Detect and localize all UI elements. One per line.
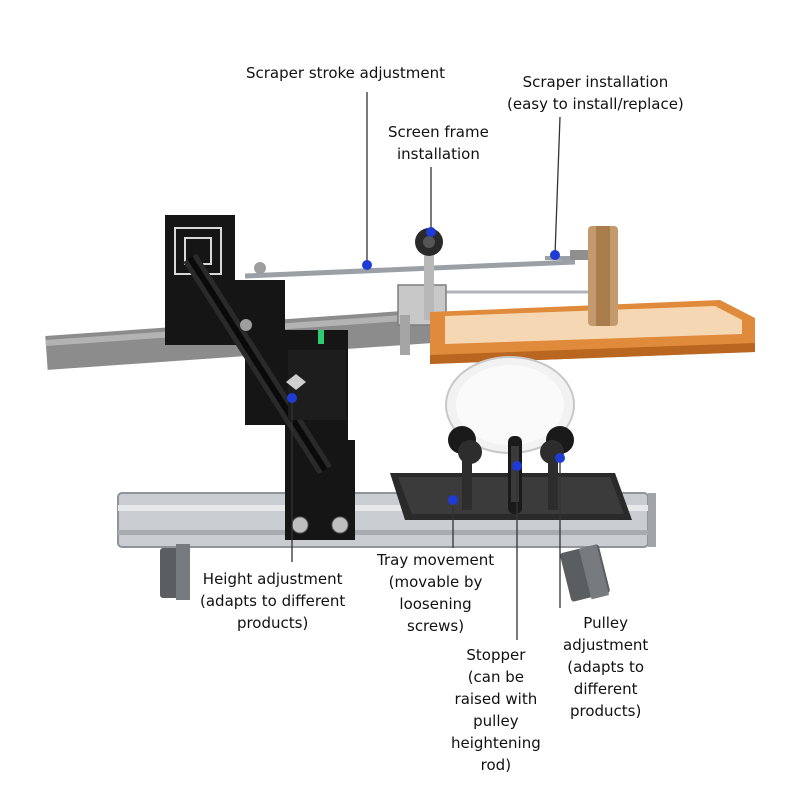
- label-line: heightening: [451, 734, 541, 752]
- marker-scraper-install: [550, 250, 560, 260]
- pulley-assembly: [448, 426, 574, 514]
- label-line: (movable by: [388, 573, 483, 591]
- label-line: Stopper: [466, 646, 526, 664]
- label-line: Pulley: [583, 614, 629, 632]
- label-stopper: Stopper (can be raised with pulley heigh…: [451, 644, 541, 776]
- label-line: (adapts to different: [200, 592, 346, 610]
- marker-pulley-adjust: [555, 453, 565, 463]
- label-line: rod): [480, 756, 512, 774]
- marker-height-adjust: [287, 393, 297, 403]
- label-line: raised with: [454, 690, 538, 708]
- height-bracket: [165, 215, 355, 540]
- base-feet: [160, 544, 610, 602]
- marker-stopper: [512, 461, 522, 471]
- label-line: pulley: [473, 712, 519, 730]
- marker-scraper-stroke: [362, 260, 372, 270]
- leader-scraper-install: [554, 116, 561, 256]
- label-line: products): [236, 614, 309, 632]
- label-tray-movement: Tray movement (movable by loosening scre…: [377, 549, 494, 637]
- label-line: adjustment: [563, 636, 649, 654]
- label-height-adjust: Height adjustment (adapts to different p…: [200, 568, 345, 634]
- product-roller: [445, 356, 575, 454]
- marker-tray-movement: [448, 495, 458, 505]
- marker-dots: [287, 227, 565, 505]
- label-line: Screen frame: [388, 123, 489, 141]
- leader-lines: [291, 92, 561, 640]
- label-line: Height adjustment: [202, 570, 343, 588]
- scraper-handle: [570, 226, 618, 326]
- label-line: installation: [397, 145, 480, 163]
- label-line: (adapts to: [567, 658, 645, 676]
- label-line: products): [569, 702, 642, 720]
- label-line: loosening: [399, 595, 472, 613]
- label-line: (can be: [467, 668, 525, 686]
- marker-screen-frame: [426, 227, 436, 237]
- screen-frame-clamp: [397, 228, 447, 355]
- label-line: Scraper stroke adjustment: [246, 64, 445, 82]
- label-scraper-install: Scraper installation (easy to install/re…: [507, 71, 684, 115]
- label-line: (easy to install/replace): [507, 95, 684, 113]
- label-screen-frame: Screen frame installation: [388, 121, 489, 165]
- label-line: different: [573, 680, 638, 698]
- label-line: Scraper installation: [522, 73, 669, 91]
- label-pulley-adjust: Pulley adjustment (adapts to different p…: [563, 612, 648, 722]
- label-scraper-stroke: Scraper stroke adjustment: [246, 62, 445, 84]
- label-line: Tray movement: [377, 551, 495, 569]
- label-line: screws): [407, 617, 465, 635]
